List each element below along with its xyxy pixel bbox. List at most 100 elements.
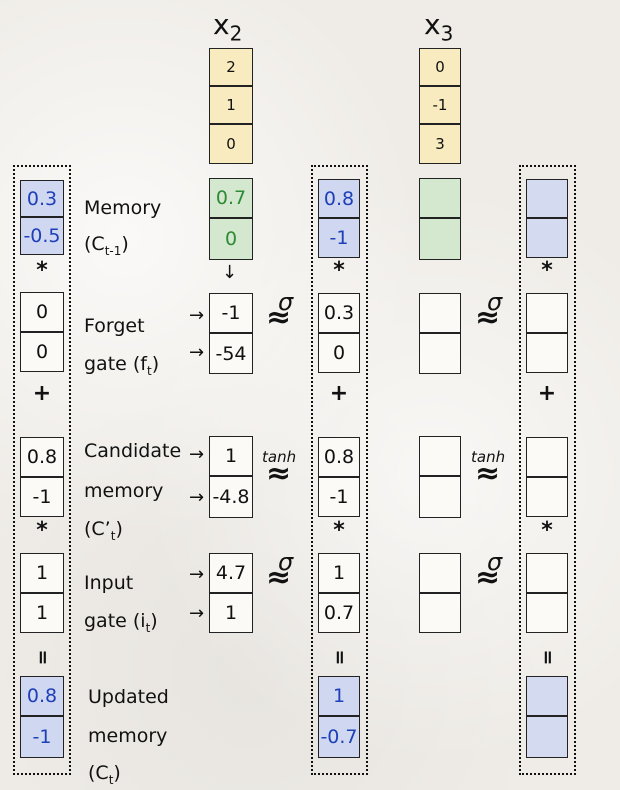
col1-multiply-2: * bbox=[36, 518, 48, 543]
col3-updated-0 bbox=[526, 676, 568, 716]
col2-candidate-0: 0.8 bbox=[318, 437, 360, 477]
approx-arrow-icon: ≈ bbox=[266, 560, 292, 595]
forget-pre-empty-1 bbox=[419, 333, 461, 374]
cell-state-column-2 bbox=[311, 165, 368, 775]
arrow-right-icon: → bbox=[189, 487, 205, 508]
candidate-memory-label: memory bbox=[84, 480, 164, 502]
col1-input-0: 1 bbox=[20, 553, 64, 593]
sigma-activation: σ bbox=[278, 548, 294, 576]
input-pre-empty-1 bbox=[419, 593, 461, 633]
col2-input-1: 0.7 bbox=[318, 593, 360, 633]
forget-gate-label: gate (ft) bbox=[84, 353, 160, 378]
x3-label: x3 bbox=[424, 8, 454, 46]
col3-multiply-2: * bbox=[541, 518, 553, 543]
cell-state-column-3 bbox=[519, 165, 576, 775]
updated-symbol: (Ct) bbox=[88, 762, 121, 787]
sigma-activation: σ bbox=[487, 288, 503, 316]
col2-plus: + bbox=[329, 381, 349, 406]
col2-equals: ॥ bbox=[333, 647, 345, 668]
cell-state-column-1 bbox=[13, 165, 71, 775]
x2-value-0: 2 bbox=[209, 48, 253, 86]
col3-input-0 bbox=[526, 553, 568, 593]
hidden-state-empty-0 bbox=[419, 178, 461, 218]
col3-forget-0 bbox=[526, 293, 568, 333]
candidate-pre-empty-1 bbox=[419, 476, 461, 518]
col3-candidate-1 bbox=[526, 477, 568, 517]
col2-multiply-2: * bbox=[333, 518, 345, 543]
col3-candidate-0 bbox=[526, 437, 568, 477]
col2-multiply-1: * bbox=[333, 258, 345, 283]
col3-multiply-1: * bbox=[541, 258, 553, 283]
arrow-right-icon: → bbox=[189, 603, 205, 624]
x2-label: x2 bbox=[213, 8, 243, 46]
sigma-activation: σ bbox=[487, 548, 503, 576]
candidate-label: Candidate bbox=[84, 440, 182, 462]
col2-prev-memory-1: -1 bbox=[318, 218, 360, 258]
approx-arrow-icon: ≈ bbox=[475, 300, 501, 335]
col3-prev-memory-0 bbox=[526, 179, 568, 218]
updated-memory-label: memory bbox=[88, 725, 168, 747]
x2-value-2: 0 bbox=[209, 124, 253, 164]
candidate-symbol: (C’t) bbox=[84, 518, 123, 543]
x2-value-1: 1 bbox=[209, 86, 253, 124]
tanh-activation: tanh bbox=[262, 448, 297, 466]
input-pre-0: 4.7 bbox=[209, 553, 253, 593]
x3-value-2: 3 bbox=[419, 124, 461, 164]
col3-updated-1 bbox=[526, 716, 568, 758]
col1-candidate-1: -1 bbox=[20, 477, 64, 517]
input-label: Input bbox=[84, 572, 134, 594]
arrow-right-icon: → bbox=[189, 444, 205, 465]
approx-arrow-icon: ≈ bbox=[266, 456, 292, 491]
input-pre-empty-0 bbox=[419, 553, 461, 593]
col1-updated-0: 0.8 bbox=[20, 676, 64, 716]
col2-candidate-1: -1 bbox=[318, 477, 360, 517]
arrow-down-icon: ↓ bbox=[222, 262, 238, 283]
col3-equals: ॥ bbox=[541, 647, 553, 668]
tanh-activation: tanh bbox=[471, 448, 506, 466]
forget-pre-empty-0 bbox=[419, 293, 461, 333]
x3-value-0: 0 bbox=[419, 48, 461, 86]
col2-input-0: 1 bbox=[318, 553, 360, 593]
hidden-state-1: 0 bbox=[209, 218, 253, 260]
updated-label: Updated bbox=[88, 686, 169, 708]
forget-pre-1: -54 bbox=[209, 333, 253, 374]
col3-plus: + bbox=[537, 381, 557, 406]
col1-prev-memory-0: 0.3 bbox=[20, 180, 64, 217]
arrow-right-icon: → bbox=[189, 564, 205, 585]
candidate-pre-empty-0 bbox=[419, 436, 461, 476]
col1-plus: + bbox=[32, 381, 52, 406]
forget-pre-0: -1 bbox=[209, 293, 253, 333]
col3-input-1 bbox=[526, 593, 568, 633]
input-pre-1: 1 bbox=[209, 593, 253, 633]
approx-arrow-icon: ≈ bbox=[475, 560, 501, 595]
col1-updated-1: -1 bbox=[20, 716, 64, 758]
col2-updated-0: 1 bbox=[318, 676, 360, 716]
input-gate-label: gate (it) bbox=[84, 610, 158, 635]
col2-forget-1: 0 bbox=[318, 333, 360, 373]
col2-forget-0: 0.3 bbox=[318, 293, 360, 333]
col2-prev-memory-0: 0.8 bbox=[318, 179, 360, 218]
sigma-activation: σ bbox=[278, 288, 294, 316]
forget-label: Forget bbox=[84, 315, 145, 337]
candidate-pre-0: 1 bbox=[209, 436, 253, 476]
col1-multiply-1: * bbox=[36, 258, 48, 283]
col1-forget-0: 0 bbox=[20, 292, 64, 332]
col2-updated-1: -0.7 bbox=[318, 716, 360, 758]
arrow-right-icon: → bbox=[189, 305, 205, 326]
hidden-state-empty-1 bbox=[419, 218, 461, 260]
col1-candidate-0: 0.8 bbox=[20, 437, 64, 477]
col1-equals: ॥ bbox=[36, 647, 48, 668]
hidden-state-0: 0.7 bbox=[209, 178, 253, 218]
candidate-pre-1: -4.8 bbox=[209, 476, 253, 518]
memory-label: Memory bbox=[84, 197, 162, 219]
x3-value-1: -1 bbox=[419, 86, 461, 124]
memory-symbol: (Ct-1) bbox=[84, 233, 129, 258]
col1-input-1: 1 bbox=[20, 593, 64, 633]
col1-forget-1: 0 bbox=[20, 332, 64, 372]
col3-prev-memory-1 bbox=[526, 218, 568, 258]
arrow-right-icon: → bbox=[189, 342, 205, 363]
col3-forget-1 bbox=[526, 333, 568, 373]
approx-arrow-icon: ≈ bbox=[266, 300, 292, 335]
approx-arrow-icon: ≈ bbox=[475, 456, 501, 491]
